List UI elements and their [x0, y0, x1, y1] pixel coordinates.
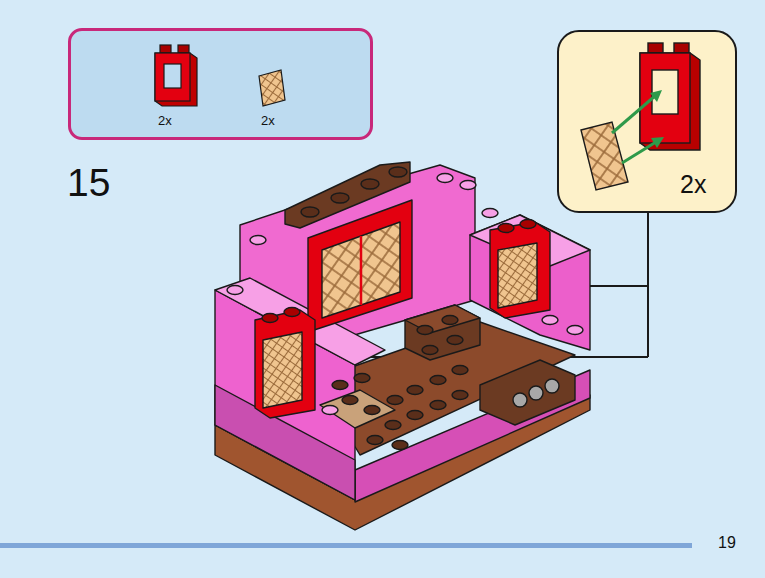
callout-panel: 2x — [557, 30, 737, 213]
quantity-label: 2x — [680, 172, 706, 197]
callout-fill — [558, 31, 736, 212]
parts-pictures — [155, 45, 285, 106]
footer-rule — [0, 543, 692, 548]
parts-list-panel: 2x 2x — [68, 28, 373, 140]
quantity-label: 2x — [158, 114, 172, 127]
model-illustration — [215, 162, 590, 530]
page-number: 19 — [718, 535, 736, 551]
parts-panel-fill — [69, 29, 372, 139]
callout-pictures — [581, 43, 700, 190]
step-number: 15 — [67, 163, 110, 202]
quantity-label: 2x — [261, 114, 275, 127]
